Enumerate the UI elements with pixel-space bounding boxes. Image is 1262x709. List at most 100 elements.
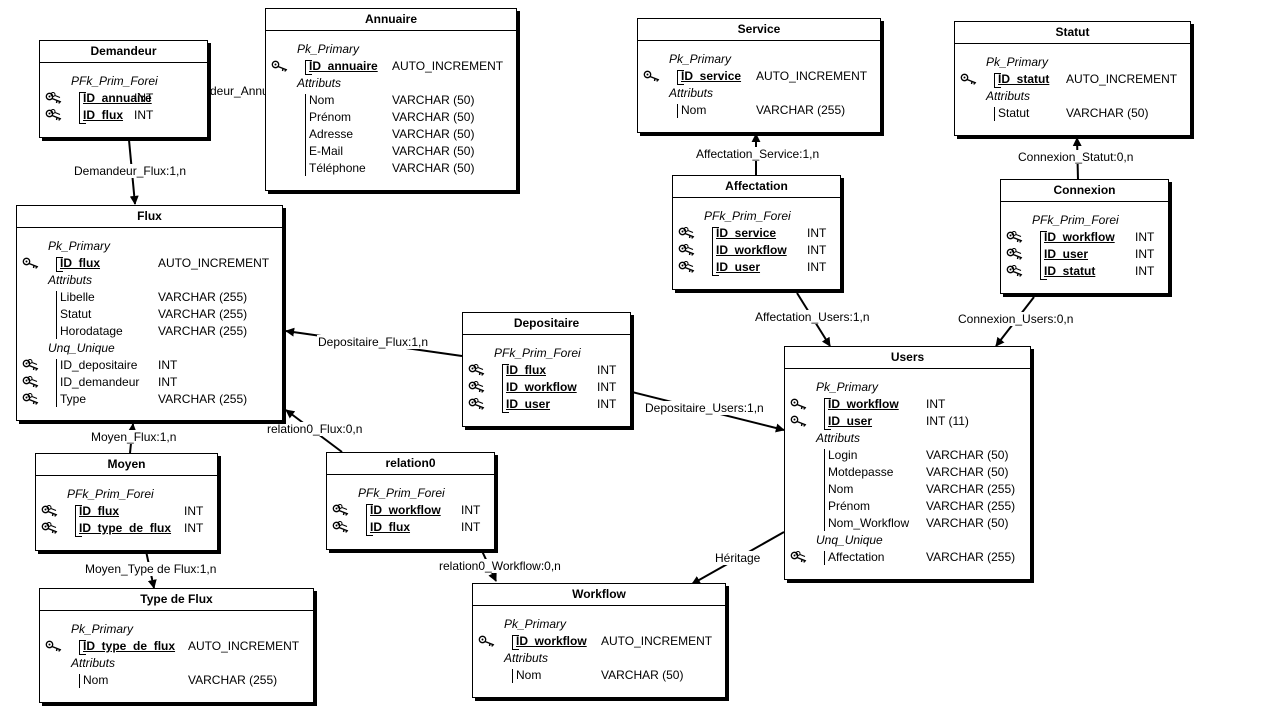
group-label: Unq_Unique bbox=[48, 341, 115, 355]
key-icon bbox=[468, 398, 486, 410]
field-type: INT bbox=[134, 108, 154, 122]
field-type: VARCHAR (255) bbox=[926, 550, 1016, 564]
relation-label: Affectation_Users:1,n bbox=[754, 310, 871, 324]
field-name: ID_workflow bbox=[370, 503, 441, 517]
group-bracket bbox=[512, 635, 519, 650]
group-bracket bbox=[824, 398, 831, 430]
group-label: Attributs bbox=[297, 76, 342, 90]
key-icon bbox=[1006, 231, 1024, 243]
field-type: VARCHAR (255) bbox=[926, 499, 1016, 513]
field-type: AUTO_INCREMENT bbox=[392, 59, 504, 73]
field-type: INT bbox=[134, 91, 154, 105]
field-name: Statut bbox=[998, 106, 1030, 120]
group-label: Pk_Primary bbox=[504, 617, 567, 631]
key-icon bbox=[1006, 265, 1024, 277]
field-type: INT bbox=[461, 503, 481, 517]
field-type: INT bbox=[926, 397, 946, 411]
field-name: Nom bbox=[681, 103, 707, 117]
key-icon bbox=[678, 244, 696, 256]
field-type: AUTO_INCREMENT bbox=[601, 634, 713, 648]
key-icon bbox=[678, 227, 696, 239]
entity-title: Moyen bbox=[36, 454, 217, 476]
field-name: Nom bbox=[309, 93, 335, 107]
key-icon bbox=[960, 73, 978, 85]
field-type: INT bbox=[597, 363, 617, 377]
unique-key-icon bbox=[22, 393, 40, 405]
field-type: INT bbox=[597, 397, 617, 411]
field-name: ID_type_de_flux bbox=[79, 521, 172, 535]
field-name: Login bbox=[828, 448, 858, 462]
field-name: ID_flux bbox=[79, 504, 120, 518]
group-bracket bbox=[994, 107, 1001, 121]
group-label: Pk_Primary bbox=[71, 622, 134, 636]
field-type: VARCHAR (50) bbox=[926, 516, 1009, 530]
field-type: INT bbox=[1135, 230, 1155, 244]
field-type: VARCHAR (255) bbox=[158, 392, 248, 406]
relation-label: Demandeur_Flux:1,n bbox=[73, 164, 188, 178]
key-icon bbox=[41, 505, 59, 517]
relation-label: relation0_Workflow:0,n bbox=[438, 559, 562, 573]
key-icon bbox=[468, 364, 486, 376]
unique-key-icon bbox=[790, 551, 808, 563]
unique-key-icon bbox=[22, 359, 40, 371]
key-icon bbox=[678, 261, 696, 273]
group-label: PFk_Prim_Forei bbox=[704, 209, 791, 223]
group-bracket bbox=[56, 291, 63, 339]
entity-title: Users bbox=[785, 347, 1030, 369]
group-label: Pk_Primary bbox=[669, 52, 732, 66]
entity-title: Connexion bbox=[1001, 180, 1168, 202]
field-name: ID_flux bbox=[83, 108, 124, 122]
field-type: VARCHAR (50) bbox=[392, 161, 475, 175]
field-name: ID_demandeur bbox=[60, 375, 140, 389]
group-bracket bbox=[79, 640, 86, 655]
group-label: Pk_Primary bbox=[297, 42, 360, 56]
field-type: AUTO_INCREMENT bbox=[158, 256, 270, 270]
group-bracket bbox=[994, 73, 1001, 88]
relation-label: Depositaire_Flux:1,n bbox=[317, 335, 430, 349]
key-icon bbox=[790, 415, 808, 427]
group-label: Attributs bbox=[816, 431, 861, 445]
field-name: Prénom bbox=[828, 499, 871, 513]
field-type: VARCHAR (255) bbox=[926, 482, 1016, 496]
field-type: VARCHAR (50) bbox=[392, 93, 475, 107]
field-type: INT bbox=[1135, 264, 1155, 278]
key-icon bbox=[643, 70, 661, 82]
group-bracket bbox=[712, 227, 719, 276]
field-name: ID_flux bbox=[60, 256, 101, 270]
relation-label: relation0_Flux:0,n bbox=[266, 422, 364, 436]
field-name: ID_user bbox=[716, 260, 761, 274]
group-bracket bbox=[1040, 231, 1047, 280]
field-type: VARCHAR (50) bbox=[392, 127, 475, 141]
relation-label: Depositaire_Users:1,n bbox=[644, 401, 765, 415]
field-type: VARCHAR (255) bbox=[158, 307, 248, 321]
field-name: ID_service bbox=[681, 69, 742, 83]
group-label: Attributs bbox=[986, 89, 1031, 103]
field-name: Horodatage bbox=[60, 324, 123, 338]
group-bracket bbox=[366, 504, 373, 536]
field-type: VARCHAR (50) bbox=[601, 668, 684, 682]
entity-title: Workflow bbox=[473, 584, 725, 606]
field-name: Motdepasse bbox=[828, 465, 894, 479]
field-name: ID_statut bbox=[998, 72, 1050, 86]
group-label: PFk_Prim_Forei bbox=[358, 486, 445, 500]
field-type: INT bbox=[461, 520, 481, 534]
group-label: Attributs bbox=[71, 656, 116, 670]
field-name: ID_depositaire bbox=[60, 358, 138, 372]
group-label: PFk_Prim_Forei bbox=[494, 346, 581, 360]
key-icon bbox=[478, 635, 496, 647]
key-icon bbox=[45, 109, 63, 121]
key-icon bbox=[1006, 248, 1024, 260]
